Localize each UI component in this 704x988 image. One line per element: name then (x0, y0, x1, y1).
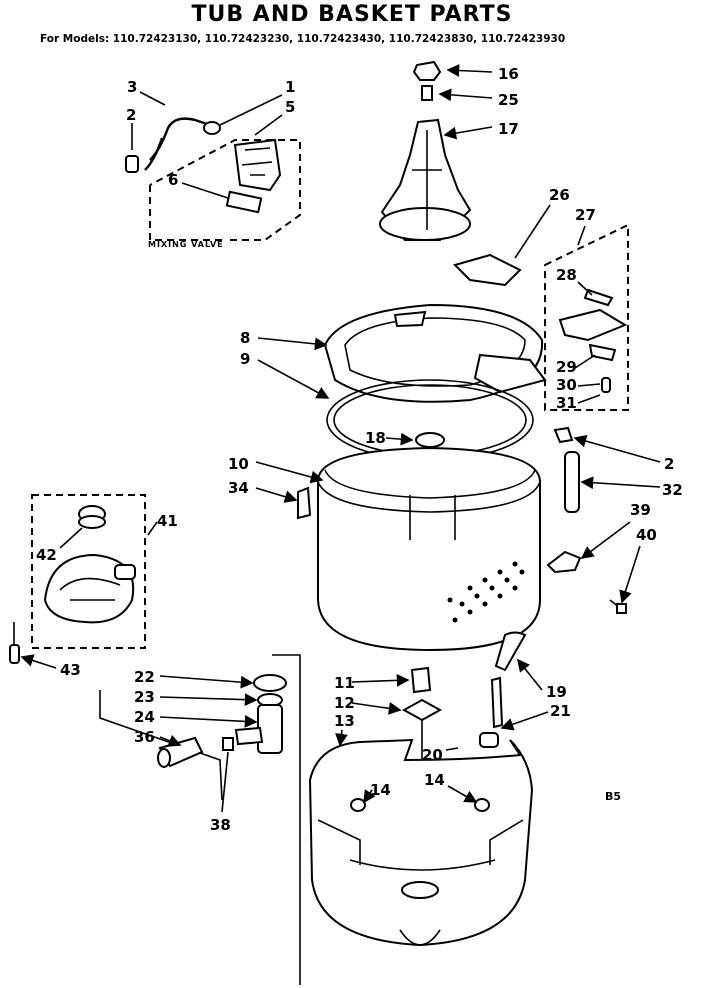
callout-18: 18 (365, 429, 386, 447)
callout-12: 12 (334, 694, 355, 712)
callout-30: 30 (556, 376, 577, 394)
pump-group (9, 494, 146, 664)
outer-tub (317, 446, 541, 652)
callout-41: 41 (157, 512, 178, 530)
callout-14-left: 14 (370, 781, 391, 799)
tub-perforations (447, 561, 525, 623)
callout-43: 43 (60, 661, 81, 679)
callout-2: 2 (126, 106, 136, 124)
seal-12 (401, 698, 443, 722)
callouts-base: 11 12 13 14 14 19 21 20 (334, 658, 571, 804)
standpipe-ring (253, 674, 287, 692)
callouts-agitator: 16 25 17 (438, 64, 519, 140)
hose-19 (494, 631, 527, 672)
dispenser-cover (453, 253, 522, 287)
callout-5: 5 (285, 98, 295, 116)
valve-screen (225, 190, 263, 214)
callout-13: 13 (334, 712, 355, 730)
dispenser-body (558, 308, 628, 342)
callout-24: 24 (134, 708, 155, 726)
models-line: For Models: 110.72423130, 110.72423230, … (40, 33, 566, 45)
tub-clip (297, 486, 312, 520)
callout-22: 22 (134, 668, 155, 686)
mixing-valve-label: MIXING VALVE (148, 240, 224, 249)
standpipe (257, 704, 283, 754)
nozzle-20 (479, 732, 499, 748)
callouts-dispenser: 26 27 28 29 30 31 (514, 186, 601, 412)
standpipe-group (99, 654, 301, 985)
callout-14-right: 14 (424, 771, 445, 789)
callouts-pump: 41 42 43 (20, 512, 178, 679)
callout-10: 10 (228, 455, 249, 473)
callout-27: 27 (575, 206, 596, 224)
callout-1: 1 (285, 78, 295, 96)
callouts-standpipe: 22 23 24 36 38 (134, 668, 258, 834)
callout-6: 6 (168, 171, 178, 189)
callouts-hose: 2 32 39 40 (573, 434, 683, 604)
mixing-valve-group: MIXING VALVE (125, 117, 301, 249)
callout-29: 29 (556, 358, 577, 376)
callouts-tub: 8 9 18 10 34 (228, 329, 414, 503)
callout-16: 16 (498, 65, 519, 83)
page-code: B5 (605, 790, 621, 803)
callout-36: 36 (134, 728, 155, 746)
hose-32 (564, 451, 580, 513)
callout-42: 42 (36, 546, 57, 564)
callout-21: 21 (550, 702, 571, 720)
callout-17: 17 (498, 120, 519, 138)
callout-38: 38 (210, 816, 231, 834)
bolt-14-right (474, 798, 490, 812)
callout-2b: 2 (664, 455, 674, 473)
callout-26: 26 (549, 186, 570, 204)
pump-body (43, 553, 135, 624)
callout-31: 31 (556, 394, 577, 412)
callout-8: 8 (240, 329, 250, 347)
callout-9: 9 (240, 350, 250, 368)
callout-40: 40 (636, 526, 657, 544)
hose-washer (125, 155, 139, 173)
callout-32: 32 (662, 481, 683, 499)
basket (308, 738, 534, 947)
callout-11: 11 (334, 674, 355, 692)
bearing-18 (415, 432, 445, 448)
callouts-mixing-valve: 3 2 1 5 6 (126, 78, 295, 199)
callout-19: 19 (546, 683, 567, 701)
callout-39: 39 (630, 501, 651, 519)
callout-25: 25 (498, 91, 519, 109)
bolt-14-left (350, 798, 366, 812)
callout-20: 20 (422, 746, 443, 764)
agitator-cap (412, 60, 442, 81)
tub-ring-group (323, 303, 547, 461)
page-title: TUB AND BASKET PARTS (191, 2, 513, 27)
pump-clamp (9, 644, 20, 664)
callout-34: 34 (228, 479, 249, 497)
callout-3: 3 (127, 78, 137, 96)
callout-23: 23 (134, 688, 155, 706)
seal-11 (410, 666, 432, 694)
callout-28: 28 (556, 266, 577, 284)
tub-group (297, 446, 541, 652)
agitator-group (379, 60, 472, 241)
hose-bracket-group (546, 426, 627, 614)
mixing-valve-body (233, 138, 282, 192)
